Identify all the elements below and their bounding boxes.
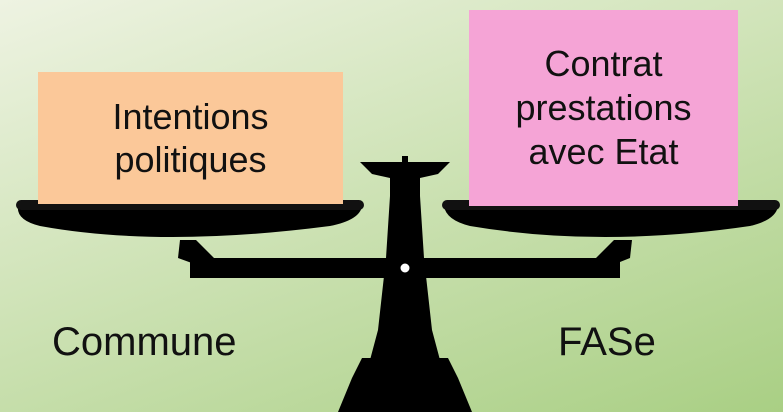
contract-text: Contrat prestations avec Etat [515,42,691,174]
fase-label: FASe [558,320,656,364]
left-pan [16,200,364,266]
scale-base [338,358,472,412]
intentions-text: Intentions politiques [112,95,268,181]
right-pan [442,200,780,266]
intentions-line-1: Intentions [112,96,269,137]
intentions-box: Intentions politiques [38,72,343,204]
pivot-bolt [397,260,413,276]
contract-line-3: avec Etat [528,131,679,172]
intentions-line-2: politiques [114,139,267,180]
commune-label: Commune [52,320,237,364]
scale-pillar [370,196,440,360]
contract-line-2: prestations [515,87,692,128]
scale-fulcrum [360,162,450,200]
contract-line-1: Contrat [544,43,663,84]
contract-box: Contrat prestations avec Etat [469,10,738,206]
